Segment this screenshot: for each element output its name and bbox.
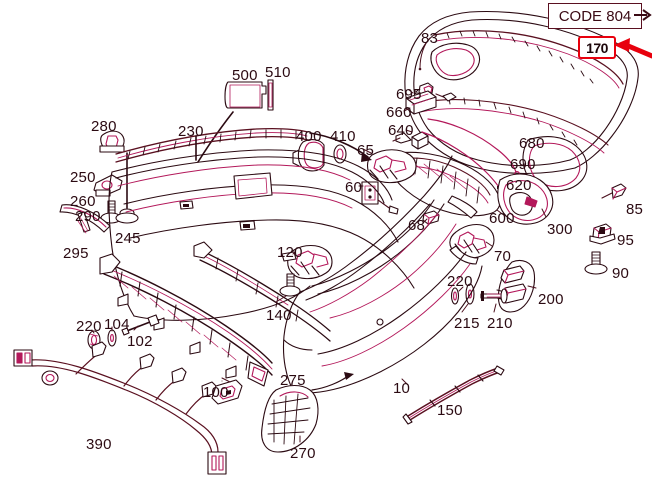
- callout-label-220: 220: [76, 318, 102, 335]
- part-grommet-220-right: [450, 287, 460, 305]
- part-reflector-150: [402, 365, 505, 425]
- code-badge-label: CODE 804: [558, 7, 632, 25]
- callout-label-230: 230: [178, 123, 204, 140]
- callout-label-390: 390: [86, 436, 112, 453]
- callout-label-102: 102: [127, 333, 153, 350]
- part-bolt-140: [279, 273, 301, 297]
- part-bracket-120: [281, 244, 333, 280]
- callout-label-60: 60: [345, 179, 363, 196]
- callout-label-620: 620: [506, 177, 532, 194]
- part-seal-290: [59, 204, 111, 233]
- callout-label-85: 85: [626, 201, 644, 218]
- part-harness-390: [29, 353, 219, 457]
- callout-label-280: 280: [91, 118, 117, 135]
- callout-label-68: 68: [408, 217, 426, 234]
- arrow-right-icon: [634, 9, 652, 21]
- part-quarter-panel-10: [282, 155, 483, 394]
- callout-label-510: 510: [265, 64, 291, 81]
- part-bracket-60: [361, 181, 399, 215]
- part-clip-68: [422, 210, 440, 225]
- part-bracket-280: [99, 130, 125, 153]
- callout-label-220: 220: [447, 273, 473, 290]
- callout-label-90: 90: [612, 265, 630, 282]
- callout-label-275: 275: [280, 372, 306, 389]
- callout-label-500: 500: [232, 67, 258, 84]
- part-wire-680: [427, 118, 517, 173]
- callout-label-400: 400: [296, 128, 322, 145]
- part-screw-295: [77, 211, 91, 234]
- callout-label-300: 300: [547, 221, 573, 238]
- part-clip-95: [589, 223, 616, 245]
- part-harness-connectors: [13, 341, 227, 475]
- callout-label-140: 140: [266, 307, 292, 324]
- part-lamp-400: [292, 139, 325, 172]
- callout-label-295: 295: [63, 245, 89, 262]
- highlighted-part-label: 170: [586, 39, 608, 56]
- part-washer-104: [107, 329, 117, 347]
- part-bracket-70: [449, 223, 495, 265]
- callout-label-680: 680: [519, 135, 545, 152]
- callout-label-215: 215: [454, 315, 480, 332]
- part-module-660: [405, 90, 457, 115]
- part-trim-300: [497, 173, 554, 225]
- callout-label-270: 270: [290, 445, 316, 462]
- callout-label-104: 104: [104, 316, 130, 333]
- callout-label-660: 660: [386, 104, 412, 121]
- callout-label-245: 245: [115, 230, 141, 247]
- callout-label-250: 250: [70, 169, 96, 186]
- part-clip-250: [93, 174, 123, 197]
- callout-label-695: 695: [396, 86, 422, 103]
- part-bolt-90: [584, 251, 608, 275]
- callout-label-210: 210: [487, 315, 513, 332]
- part-bumper-cover-main: [108, 149, 457, 321]
- leader-500: [197, 111, 234, 163]
- part-bracket-200: [496, 259, 536, 313]
- part-cover-500: [224, 81, 267, 109]
- part-screw-85: [601, 183, 627, 200]
- part-trim-230: [115, 127, 372, 163]
- part-strip-510: [267, 79, 274, 111]
- callout-label-690: 690: [510, 156, 536, 173]
- part-bumper-cover-170: [404, 11, 639, 192]
- callout-label-640: 640: [388, 122, 414, 139]
- part-screw-210: [480, 288, 508, 304]
- callout-label-260: 260: [70, 193, 96, 210]
- part-crossmember-100: [99, 241, 331, 387]
- callout-label-600: 600: [489, 210, 515, 227]
- callout-label-83: 83: [421, 30, 439, 47]
- callout-label-70: 70: [494, 248, 512, 265]
- callout-label-95: 95: [617, 232, 635, 249]
- callout-label-100: 100: [203, 384, 229, 401]
- callout-label-410: 410: [330, 128, 356, 145]
- highlighted-part-170: 170: [578, 36, 616, 59]
- callout-label-150: 150: [437, 402, 463, 419]
- part-bracket-65: [366, 149, 417, 184]
- callout-label-120: 120: [277, 244, 303, 261]
- code-badge: CODE 804: [548, 3, 642, 29]
- callout-label-290: 290: [75, 208, 101, 225]
- callout-label-65: 65: [357, 142, 375, 159]
- part-tow-cover-270: [261, 372, 354, 453]
- callout-label-200: 200: [538, 291, 564, 308]
- part-clip-275: [211, 379, 243, 405]
- callout-label-10: 10: [393, 380, 411, 397]
- arrow-left-icon: [614, 38, 652, 59]
